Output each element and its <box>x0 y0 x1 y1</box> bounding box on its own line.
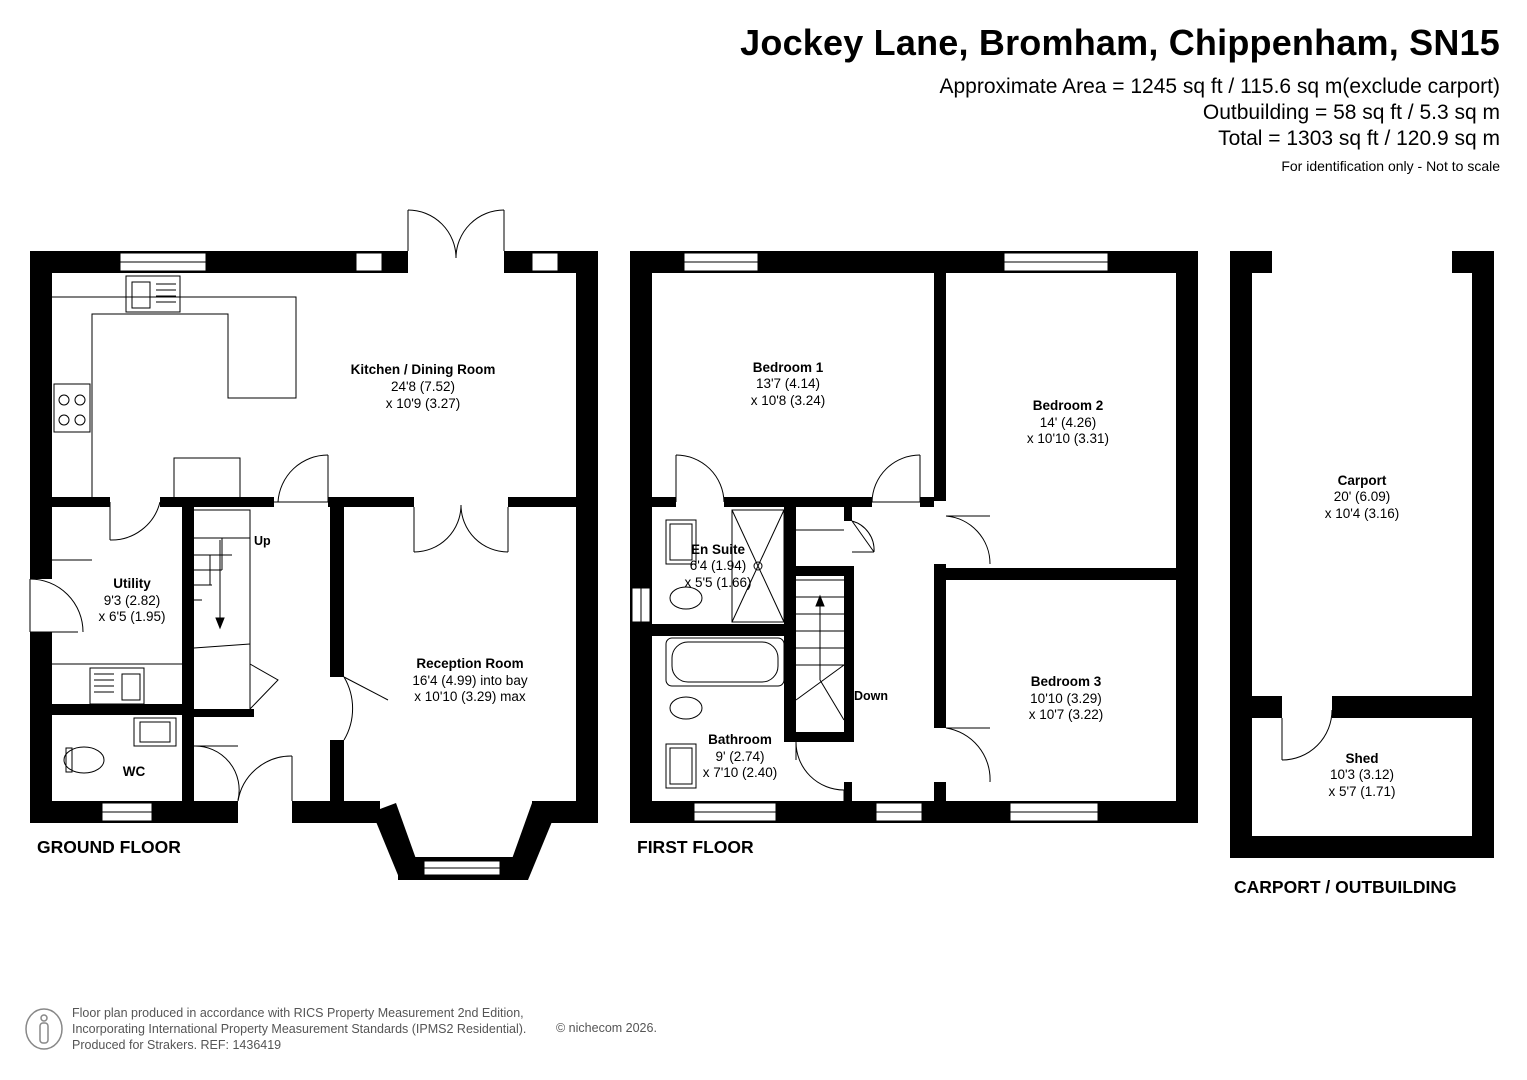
carport-name: Carport <box>1338 473 1387 488</box>
total-area: Total = 1303 sq ft / 120.9 sq m <box>1218 127 1500 150</box>
scale-note: For identification only - Not to scale <box>1281 158 1500 174</box>
ground-floor-walls <box>30 251 598 880</box>
first-floor-plan: Down Bedroom 1 13'7 (4.14) x 10'8 (3.24)… <box>630 251 1198 857</box>
carport-dim2: x 10'4 (3.16) <box>1325 506 1400 521</box>
reception-dim1: 16'4 (4.99) into bay <box>412 673 527 688</box>
wc-name: WC <box>123 764 146 779</box>
bathroom-dim2: x 7'10 (2.40) <box>703 765 778 780</box>
bedroom2-dim1: 14' (4.26) <box>1040 415 1097 430</box>
footer-line-1: Floor plan produced in accordance with R… <box>72 1006 524 1020</box>
bathroom-fixtures <box>665 509 785 789</box>
utility-name: Utility <box>113 576 151 591</box>
first-floor-windows <box>631 252 1109 822</box>
ensuite-dim1: 6'4 (1.94) <box>690 558 747 573</box>
outbuilding-area: Outbuilding = 58 sq ft / 5.3 sq m <box>1202 101 1500 124</box>
ground-floor-doors <box>29 209 509 802</box>
bathroom-dim1: 9' (2.74) <box>715 749 764 764</box>
first-floor-label: FIRST FLOOR <box>637 837 754 857</box>
page-title: Jockey Lane, Bromham, Chippenham, SN15 <box>740 22 1500 63</box>
bathroom-name: Bathroom <box>708 732 772 747</box>
carport-dim1: 20' (6.09) <box>1334 489 1391 504</box>
reception-name: Reception Room <box>416 656 523 671</box>
copyright: © nichecom 2026. <box>556 1021 657 1035</box>
bedroom3-dim2: x 10'7 (3.22) <box>1029 707 1104 722</box>
bedroom3-dim1: 10'10 (3.29) <box>1030 691 1102 706</box>
outbuilding-walls <box>1230 251 1494 858</box>
shed-name: Shed <box>1345 751 1378 766</box>
shed-dim1: 10'3 (3.12) <box>1330 767 1394 782</box>
ground-floor-label: GROUND FLOOR <box>37 837 181 857</box>
kitchen-units <box>52 275 297 774</box>
bedroom3-name: Bedroom 3 <box>1031 674 1102 689</box>
stairs-down-label: Down <box>854 689 888 703</box>
approximate-area: Approximate Area = 1245 sq ft / 115.6 sq… <box>939 75 1501 98</box>
utility-dim1: 9'3 (2.82) <box>104 593 161 608</box>
ground-floor-plan: Up Kitchen / Dining Room 24'8 (7.52) x 1… <box>29 209 598 880</box>
shed-dim2: x 5'7 (1.71) <box>1328 784 1395 799</box>
ensuite-name: En Suite <box>691 542 745 557</box>
bedroom2-name: Bedroom 2 <box>1033 398 1104 413</box>
footer-line-2: Incorporating International Property Mea… <box>72 1022 527 1036</box>
first-floor-doors <box>675 454 991 801</box>
bedroom1-dim1: 13'7 (4.14) <box>756 376 820 391</box>
utility-dim2: x 6'5 (1.95) <box>98 609 165 624</box>
outbuilding-label: CARPORT / OUTBUILDING <box>1234 877 1457 897</box>
bedroom1-name: Bedroom 1 <box>753 360 824 375</box>
bedroom1-dim2: x 10'8 (3.24) <box>751 393 826 408</box>
ensuite-dim2: x 5'5 (1.66) <box>684 575 751 590</box>
person-logo-icon <box>25 1008 63 1050</box>
kitchen-dim1: 24'8 (7.52) <box>391 379 455 394</box>
kitchen-name: Kitchen / Dining Room <box>351 362 496 377</box>
outbuilding-plan: Carport 20' (6.09) x 10'4 (3.16) Shed 10… <box>1230 251 1494 897</box>
first-floor-stairs <box>795 520 875 721</box>
stairs-up-label: Up <box>254 534 271 548</box>
kitchen-dim2: x 10'9 (3.27) <box>386 396 461 411</box>
reception-dim2: x 10'10 (3.29) max <box>414 689 526 704</box>
bedroom2-dim2: x 10'10 (3.31) <box>1027 431 1109 446</box>
footer-line-3: Produced for Strakers. REF: 1436419 <box>72 1038 282 1052</box>
footer-notes: Floor plan produced in accordance with R… <box>72 1005 526 1053</box>
shed-door <box>1281 709 1333 761</box>
ground-floor-stairs <box>193 509 279 710</box>
